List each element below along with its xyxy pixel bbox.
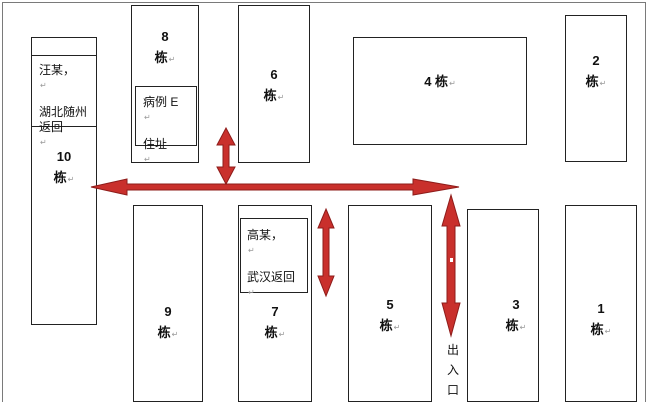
building-7-unit: 栋 xyxy=(264,325,278,340)
paragraph-mark-icon: ↵ xyxy=(248,288,255,297)
building-9-unit: 栋 xyxy=(157,325,171,340)
building-8-label: 8 栋↵ xyxy=(131,26,199,70)
note-case-e: 病例 E ↵ 住址 ↵ xyxy=(135,86,197,164)
building-4-label: 4 栋↵ xyxy=(353,71,527,94)
paragraph-mark-icon: ↵ xyxy=(277,93,285,102)
paragraph-mark-icon: ↵ xyxy=(604,327,612,336)
note-gao: 高某， ↵ 武汉返回 ↵ xyxy=(240,218,308,297)
paragraph-mark-icon: ↵ xyxy=(519,323,527,332)
paragraph-mark-icon: ↵ xyxy=(278,330,286,339)
note-case-e-line2: 住址 xyxy=(143,137,168,151)
paragraph-mark-icon: ↵ xyxy=(171,330,179,339)
building-7-number: 7 xyxy=(271,304,279,319)
building-3-unit: 栋 xyxy=(505,318,519,333)
building-5-number: 5 xyxy=(386,297,394,312)
building-8-unit: 栋 xyxy=(154,50,168,65)
building-1-unit: 栋 xyxy=(590,322,604,337)
building-9-number: 9 xyxy=(164,304,172,319)
exit-char-3: 口 xyxy=(446,383,459,397)
building-5-label: 5 栋↵ xyxy=(348,294,432,338)
paragraph-mark-icon: ↵ xyxy=(67,175,75,184)
building-5-unit: 栋 xyxy=(379,318,393,333)
double-arrow-vertical-icon xyxy=(317,207,335,298)
paragraph-mark-icon: ↵ xyxy=(40,81,47,90)
building-2-unit: 栋 xyxy=(585,74,599,89)
arrow-divider xyxy=(450,258,453,262)
building-7-label: 7 栋↵ xyxy=(238,301,312,345)
building-2-label: 2 栋↵ xyxy=(565,50,627,94)
paragraph-mark-icon: ↵ xyxy=(449,79,456,88)
building-10-unit: 栋 xyxy=(53,170,67,185)
note-wang-line1: 汪某， xyxy=(39,63,76,77)
building-10-number: 10 xyxy=(56,149,72,164)
building-4-number: 4 栋 xyxy=(424,74,449,89)
note-wang-line3: 返回 xyxy=(39,120,64,134)
double-arrow-vertical-icon xyxy=(216,126,236,186)
note-wang-line2: 湖北随州 xyxy=(39,105,88,119)
note-gao-line1: 高某， xyxy=(247,228,284,242)
double-arrow-horizontal-icon xyxy=(90,178,460,196)
building-4 xyxy=(353,37,527,145)
building-6 xyxy=(238,5,310,163)
paragraph-mark-icon: ↵ xyxy=(168,55,176,64)
exit-char-2: 入 xyxy=(446,363,459,377)
exit-char-1: 出 xyxy=(446,343,459,357)
paragraph-mark-icon: ↵ xyxy=(144,113,151,122)
double-arrow-vertical-icon xyxy=(441,193,461,338)
building-2 xyxy=(565,15,627,162)
building-6-number: 6 xyxy=(270,67,278,82)
building-1-number: 1 xyxy=(597,301,605,316)
building-6-unit: 栋 xyxy=(263,88,277,103)
building-10-label: 10 栋↵ xyxy=(31,146,97,190)
building-3 xyxy=(467,209,539,402)
building-3-number: 3 xyxy=(512,297,520,312)
paragraph-mark-icon: ↵ xyxy=(393,323,401,332)
note-case-e-line1: 病例 E xyxy=(143,95,179,109)
building-1 xyxy=(565,205,637,402)
paragraph-mark-icon: ↵ xyxy=(40,138,47,147)
building-3-label: 3 栋↵ xyxy=(480,294,552,338)
paragraph-mark-icon: ↵ xyxy=(599,79,607,88)
building-1-label: 1 栋↵ xyxy=(565,298,637,342)
building-2-number: 2 xyxy=(592,53,600,68)
building-9 xyxy=(133,205,203,402)
building-5 xyxy=(348,205,432,402)
building-6-label: 6 栋↵ xyxy=(238,64,310,108)
building-9-label: 9 栋↵ xyxy=(133,301,203,345)
building-8-number: 8 xyxy=(161,29,169,44)
exit-label: 出 入 口 xyxy=(443,340,463,400)
paragraph-mark-icon: ↵ xyxy=(248,246,255,255)
note-wang: 汪某， ↵ 湖北随州 返回 ↵ xyxy=(31,55,97,147)
map-frame xyxy=(2,2,646,402)
note-gao-line2: 武汉返回 xyxy=(247,270,296,284)
paragraph-mark-icon: ↵ xyxy=(144,155,151,164)
